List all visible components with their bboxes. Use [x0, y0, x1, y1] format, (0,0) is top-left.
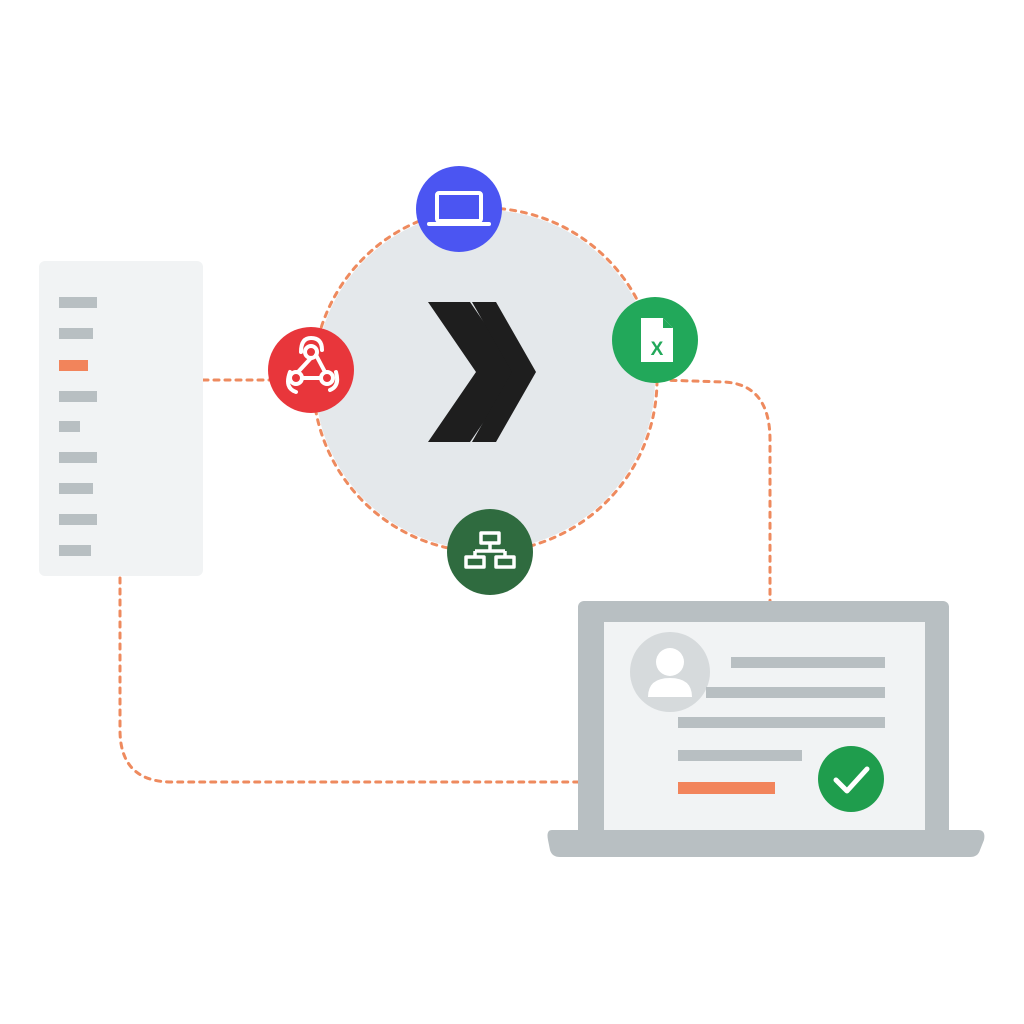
- laptop-base: [547, 830, 985, 857]
- laptop-icon: [427, 191, 491, 226]
- sidebar-row: [59, 452, 97, 463]
- network-icon: [464, 531, 516, 569]
- network-node: [447, 509, 533, 595]
- spreadsheet-node: X: [612, 297, 698, 383]
- sidebar-row: [59, 328, 93, 339]
- verified-badge: [818, 746, 884, 812]
- user-avatar-icon: [648, 648, 692, 697]
- connector-spreadsheet-to-laptop: [658, 378, 772, 604]
- sidebar-row-highlighted: [59, 360, 88, 371]
- profile-text-line: [706, 687, 885, 698]
- spreadsheet-x-icon: X: [641, 318, 673, 362]
- checkmark-icon: [833, 766, 870, 794]
- sidebar-row: [59, 421, 80, 432]
- double-chevron-logo-icon: [428, 302, 536, 442]
- profile-text-line: [678, 750, 802, 761]
- sidebar-row: [59, 391, 97, 402]
- spreadsheet-x-glyph: X: [651, 339, 664, 360]
- user-avatar: [630, 632, 710, 712]
- profile-text-line: [678, 717, 885, 728]
- profile-highlight-line: [678, 782, 775, 794]
- webhook-node-circle: [268, 327, 354, 413]
- sidebar-panel: [39, 261, 203, 576]
- sidebar-row: [59, 483, 93, 494]
- laptop-node-circle: [416, 166, 502, 252]
- laptop-node: [416, 166, 502, 252]
- webhook-node: [268, 327, 354, 413]
- sidebar-row: [59, 514, 97, 525]
- laptop-device: [547, 601, 985, 857]
- webhook-icon: [286, 335, 340, 394]
- connector-sidebar-to-laptop: [118, 576, 580, 784]
- sidebar-row: [59, 545, 91, 556]
- profile-text-line: [731, 657, 885, 668]
- sidebar-row: [59, 297, 97, 308]
- sidebar-panel-background: [39, 261, 203, 576]
